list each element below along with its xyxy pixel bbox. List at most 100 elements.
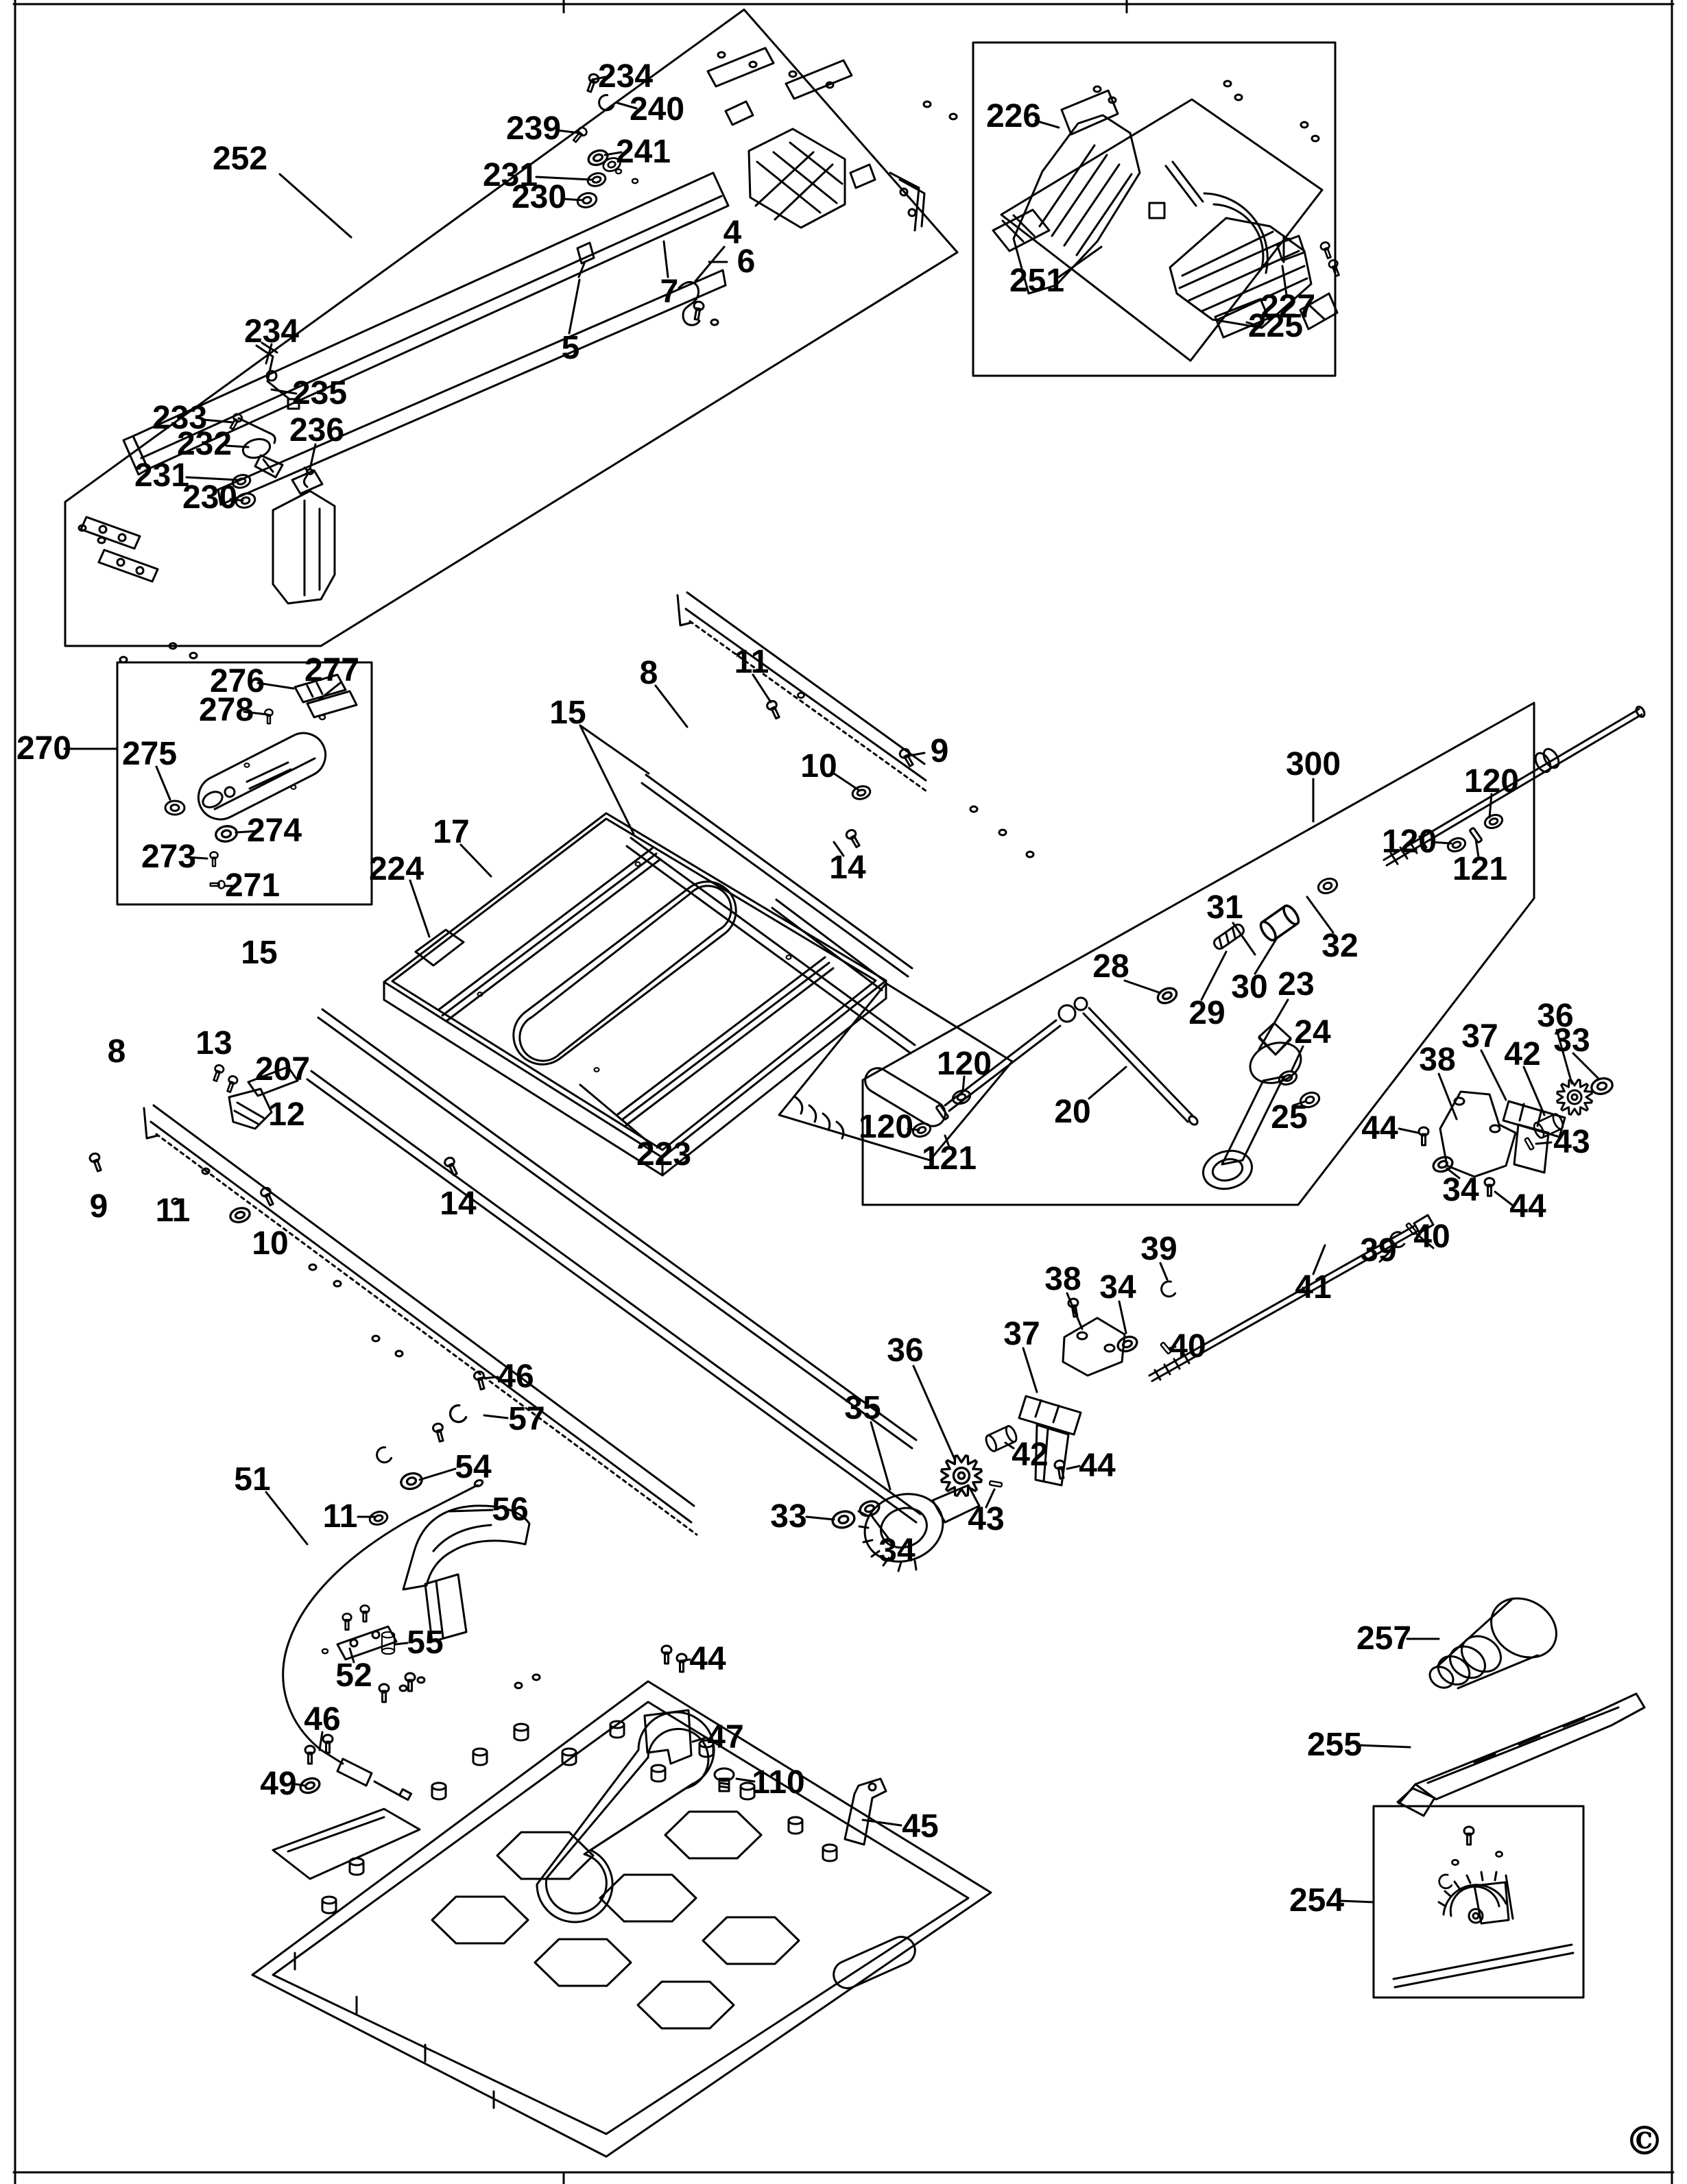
part-dot	[514, 1681, 523, 1690]
part-spring	[1213, 923, 1245, 950]
part-screw	[1417, 1126, 1430, 1147]
group-270-plate-box	[116, 661, 373, 906]
leader-line	[1200, 950, 1228, 1001]
part-washer	[586, 172, 607, 187]
part-post	[513, 1723, 529, 1742]
leader-line	[1398, 1127, 1420, 1134]
leader-line	[459, 843, 492, 878]
part-pin	[1405, 1222, 1417, 1236]
leader-line	[318, 682, 342, 701]
part-nut	[235, 492, 256, 509]
part-washer	[1116, 1335, 1138, 1353]
part-post	[739, 1781, 756, 1801]
part-dot	[969, 805, 979, 813]
leader-line	[908, 752, 926, 757]
part-screw	[378, 1683, 390, 1703]
leader-line	[1066, 1465, 1081, 1470]
part-dot	[308, 1263, 318, 1271]
part-dot	[189, 651, 198, 660]
leader-line	[870, 1421, 892, 1491]
leader-line	[318, 1731, 324, 1751]
part-screw	[693, 300, 705, 321]
base-tray	[251, 1680, 992, 2158]
part-dot	[717, 51, 726, 59]
part-dot	[1108, 96, 1117, 104]
leader-line	[185, 476, 240, 481]
part-post	[650, 1764, 667, 1783]
part-screw	[322, 1733, 334, 1754]
leader-line	[1474, 838, 1480, 859]
leader-line	[278, 173, 352, 239]
part-cyl	[1259, 904, 1300, 941]
part-screw	[660, 1644, 673, 1665]
part-dot	[306, 468, 314, 475]
leader-line	[833, 772, 860, 791]
part-screw	[226, 1075, 239, 1093]
part-screw	[898, 748, 914, 767]
leader-line	[1245, 321, 1262, 328]
leader-line	[235, 830, 258, 834]
part-washer	[368, 1511, 389, 1526]
leader-line	[1088, 1066, 1127, 1100]
leader-line	[155, 765, 171, 801]
part-washer	[951, 1089, 972, 1105]
part-dot	[398, 1684, 408, 1692]
part-pin	[988, 1480, 1003, 1488]
leader-line	[256, 682, 295, 690]
leader-line	[912, 1365, 956, 1461]
leader-line	[394, 1642, 409, 1646]
part-dot	[290, 784, 297, 790]
table-top	[383, 812, 1014, 1177]
part-bolt	[713, 1767, 735, 1792]
part-screw	[304, 1744, 316, 1765]
leader-line	[579, 724, 635, 835]
leader-line	[309, 443, 317, 470]
part-dot	[998, 828, 1007, 837]
leader-line	[483, 1414, 509, 1419]
part-post	[822, 1843, 838, 1862]
part-dot	[168, 642, 178, 650]
part-dot	[1092, 85, 1102, 93]
leader-line	[654, 684, 689, 728]
leader-line	[1159, 1262, 1169, 1281]
part-washer	[231, 474, 252, 489]
leader-line	[1169, 1345, 1177, 1349]
part-pin	[1469, 827, 1483, 843]
group-252-fence-assembly	[64, 8, 959, 647]
leader-line	[225, 444, 250, 448]
leader-line	[871, 1515, 890, 1540]
part-washer	[1156, 987, 1178, 1005]
group-300-shaft-assembly	[861, 701, 1646, 1206]
leader-line	[265, 1491, 309, 1546]
part-dot	[171, 1197, 180, 1205]
hardware-glyphs	[77, 51, 1614, 1915]
part-dot	[1311, 134, 1320, 143]
part-dot	[371, 1334, 381, 1343]
part-dot	[1223, 80, 1232, 88]
part-gear	[1556, 1079, 1593, 1116]
rails-top	[625, 591, 930, 1055]
part-clip	[448, 1404, 468, 1424]
leader-line	[1004, 1441, 1015, 1450]
part-nut	[215, 825, 238, 843]
part-post	[698, 1739, 715, 1758]
leader-line	[1306, 896, 1335, 934]
leader-line	[1480, 1049, 1507, 1101]
leader-line	[1414, 1232, 1435, 1249]
leader-line	[1446, 1167, 1461, 1179]
leader-line	[1535, 1141, 1553, 1145]
leader-line	[1292, 1100, 1307, 1107]
part-washer	[1278, 1070, 1298, 1086]
part-nut	[400, 1472, 423, 1490]
leader-line	[985, 1488, 996, 1509]
leader-line	[535, 176, 593, 181]
leader-line	[265, 343, 273, 365]
part-dot	[477, 992, 483, 997]
leader-line	[243, 710, 269, 716]
part-washer	[1483, 813, 1504, 830]
part-screw	[432, 1422, 444, 1443]
leader-line	[448, 1509, 494, 1513]
part-dot	[1451, 1859, 1459, 1866]
part-cyl	[985, 1425, 1018, 1452]
copyright-mark: ©	[1625, 2117, 1664, 2164]
